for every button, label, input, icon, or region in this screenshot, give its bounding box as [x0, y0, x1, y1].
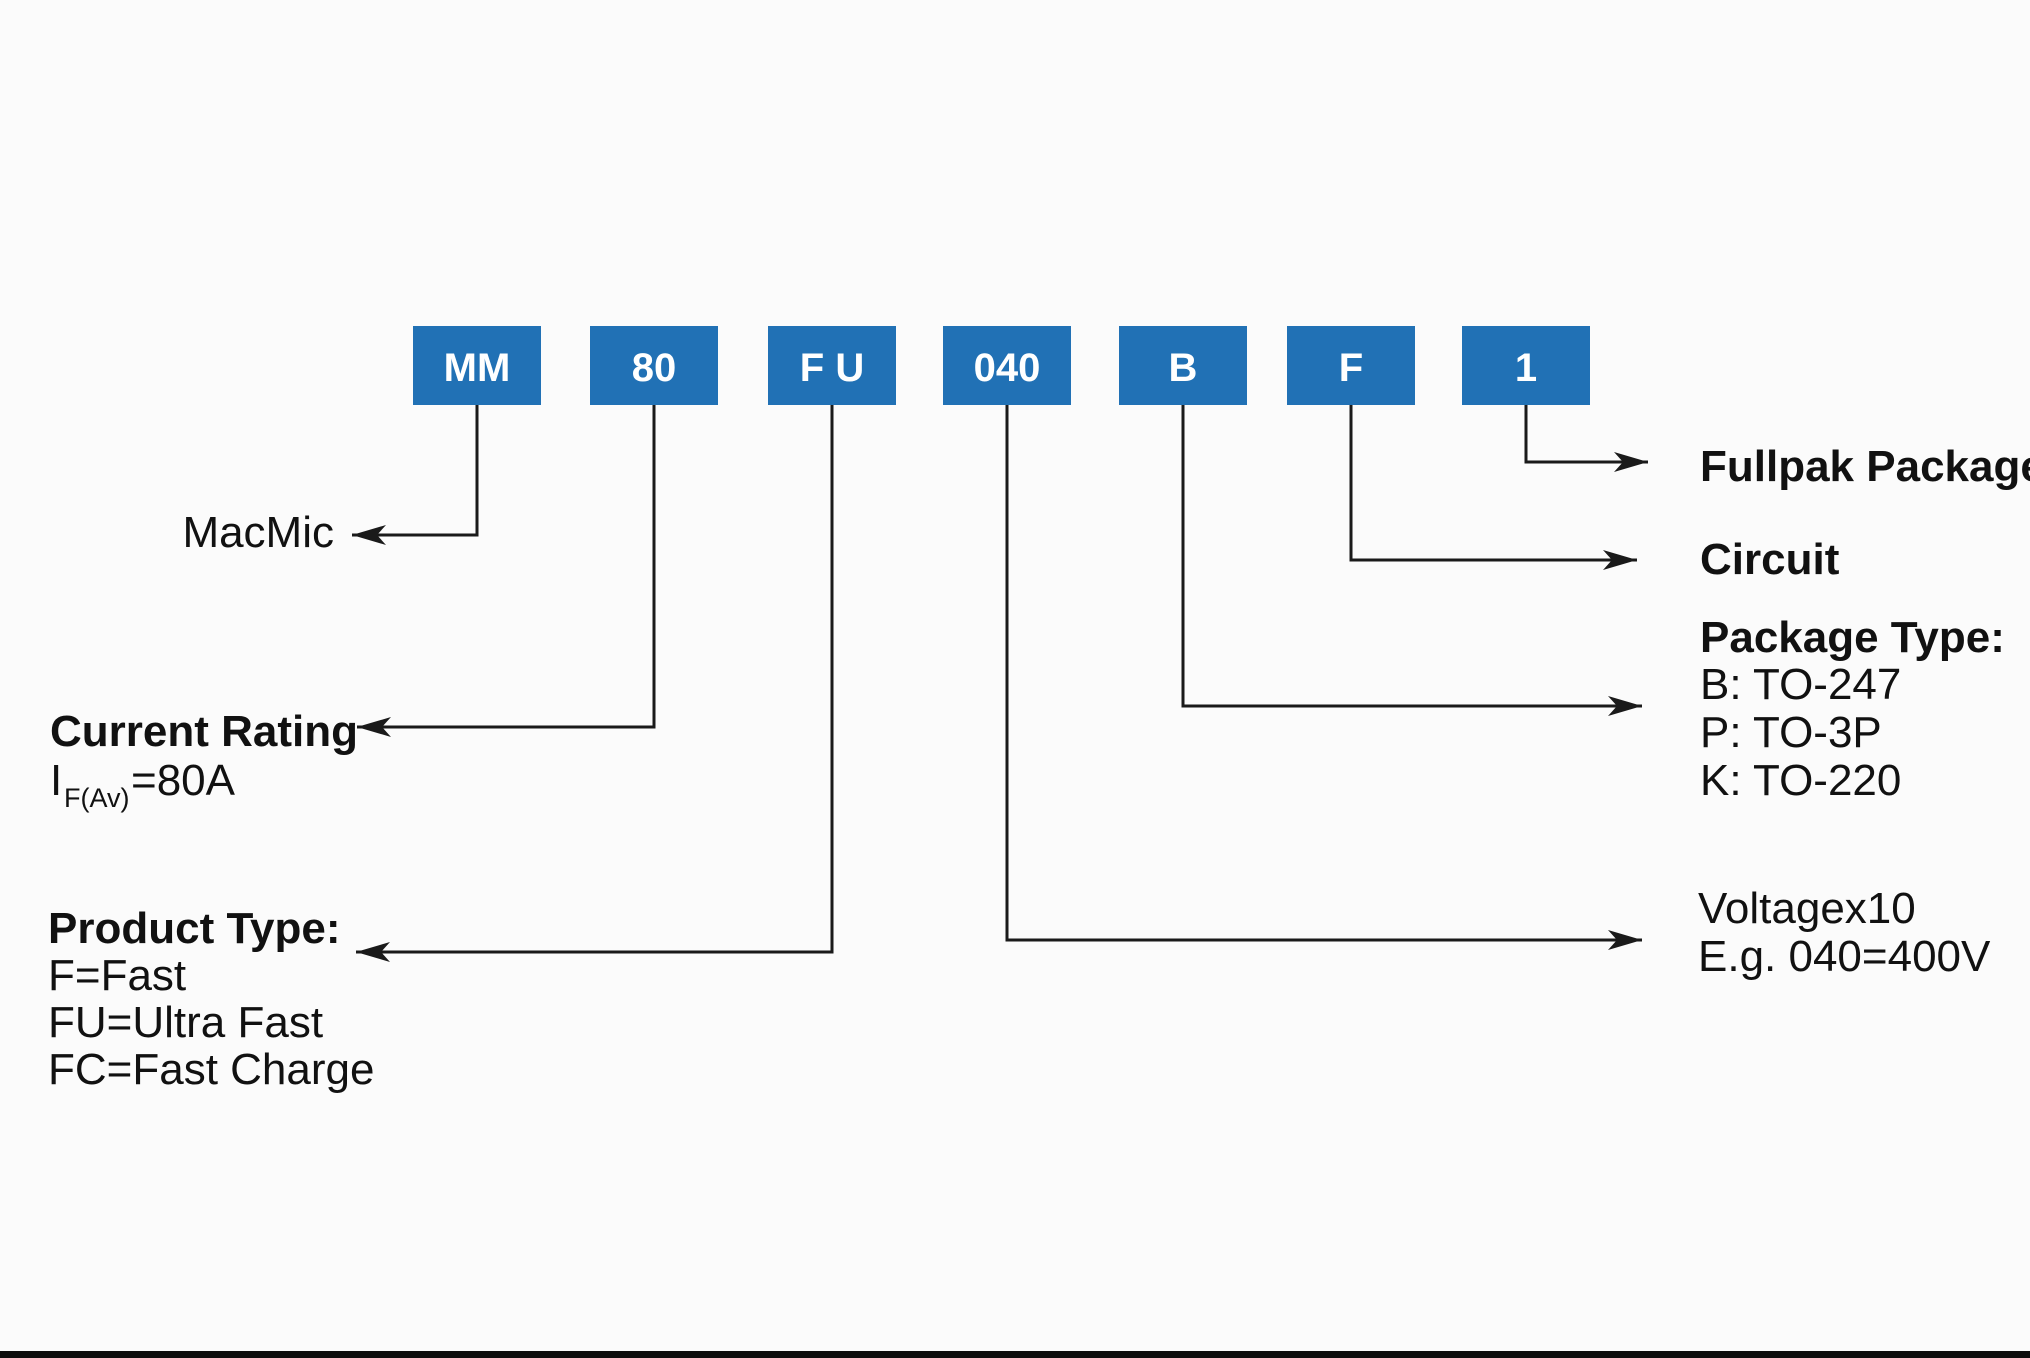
- connector-mm-to-macmic: [352, 405, 479, 545]
- part-code-box-f: F: [1287, 326, 1415, 405]
- connector-fu-to-product-type: [356, 405, 834, 962]
- connector-f-to-circuit: [1349, 405, 1637, 570]
- part-code-box-fu: F U: [768, 326, 896, 405]
- label-current-rating-formula: I F(Av) =80A: [50, 756, 236, 813]
- bottom-rule: [0, 1351, 2030, 1358]
- box-label: 80: [632, 346, 677, 390]
- part-code-box-80: 80: [590, 326, 718, 405]
- part-code-box-1: 1: [1462, 326, 1590, 405]
- connector-lines: [352, 405, 1648, 962]
- label-fullpak-package: Fullpak Package: [1700, 442, 2030, 491]
- box-label: B: [1169, 346, 1198, 390]
- part-code-box-mm: MM: [413, 326, 541, 405]
- connector-1-to-fullpak: [1524, 405, 1648, 472]
- box-label: 040: [974, 346, 1041, 390]
- box-rect: [1287, 326, 1415, 405]
- label-package-type-option-k: K: TO-220: [1700, 756, 1901, 805]
- part-code-boxes: MM 80 F U 040 B F 1: [413, 326, 1590, 405]
- label-circuit: Circuit: [1700, 535, 1840, 584]
- label-package-type-option-b: B: TO-247: [1700, 660, 1901, 709]
- box-rect: [943, 326, 1071, 405]
- part-code-box-040: 040: [943, 326, 1071, 405]
- connector-040-to-voltage: [1005, 405, 1642, 950]
- connector-80-to-current-rating: [357, 405, 656, 737]
- box-rect: [1462, 326, 1590, 405]
- box-rect: [590, 326, 718, 405]
- label-voltage-example: E.g. 040=400V: [1698, 932, 1991, 981]
- part-code-box-b: B: [1119, 326, 1247, 405]
- box-label: 1: [1515, 346, 1537, 390]
- label-product-type-option-f: F=Fast: [48, 951, 186, 1000]
- label-package-type-option-p: P: TO-3P: [1700, 708, 1882, 757]
- box-rect: [768, 326, 896, 405]
- right-labels: Fullpak Package Circuit Package Type: B:…: [1698, 442, 2030, 981]
- current-subscript: F(Av): [64, 783, 130, 813]
- box-rect: [413, 326, 541, 405]
- label-product-type-option-fu: FU=Ultra Fast: [48, 998, 323, 1047]
- box-label: F U: [800, 346, 864, 390]
- label-product-type-title: Product Type:: [48, 904, 341, 953]
- left-labels: MacMic Current Rating I F(Av) =80A Produ…: [48, 508, 374, 1094]
- box-rect: [1119, 326, 1247, 405]
- current-symbol: I: [50, 756, 62, 805]
- box-label: MM: [444, 346, 511, 390]
- label-voltage-rule: Voltagex10: [1698, 884, 1916, 933]
- current-value: =80A: [131, 756, 236, 805]
- label-package-type-title: Package Type:: [1700, 613, 2005, 662]
- connector-b-to-package-type: [1181, 405, 1642, 716]
- label-product-type-option-fc: FC=Fast Charge: [48, 1045, 374, 1094]
- box-label: F: [1339, 346, 1363, 390]
- label-brand-macmic: MacMic: [182, 508, 334, 557]
- label-current-rating-title: Current Rating: [50, 707, 358, 756]
